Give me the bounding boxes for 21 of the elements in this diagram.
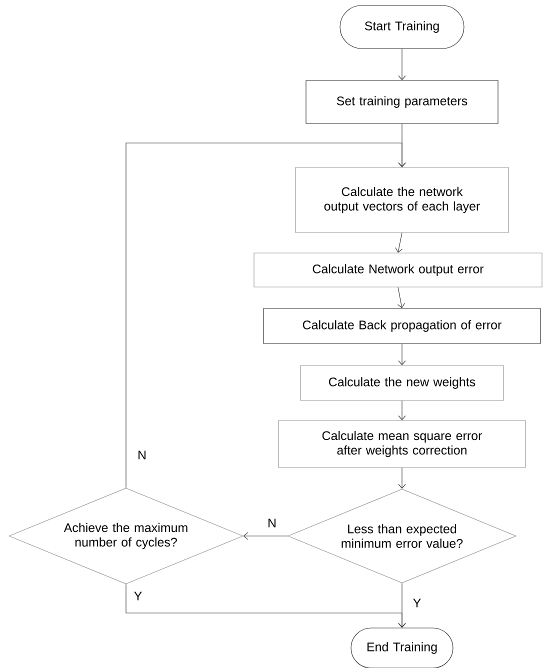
arrow xyxy=(126,142,406,488)
process-box: Calculate the new weights xyxy=(300,365,504,401)
edge-label: N xyxy=(136,450,148,460)
process-box: Set training parameters xyxy=(306,80,498,124)
process-box: Calculate mean square error after weights correction xyxy=(278,420,526,468)
edge-label: N xyxy=(266,518,278,528)
arrow xyxy=(398,344,406,366)
edge-label: Y xyxy=(412,598,422,608)
arrow xyxy=(126,584,406,628)
arrow xyxy=(397,287,405,308)
arrow xyxy=(243,532,288,540)
process-box: Calculate Network output error xyxy=(254,252,542,288)
edge-label: Y xyxy=(132,590,144,602)
arrow xyxy=(398,48,406,80)
arrow xyxy=(395,232,403,253)
process-box: Calculate Back propagation of error xyxy=(263,308,541,344)
start-terminal: Start Training xyxy=(340,5,464,49)
process-box: Calculate the network output vectors of each layer xyxy=(295,167,509,233)
arrow xyxy=(398,468,406,489)
arrow xyxy=(398,400,406,420)
end-terminal: End Training xyxy=(350,628,454,668)
